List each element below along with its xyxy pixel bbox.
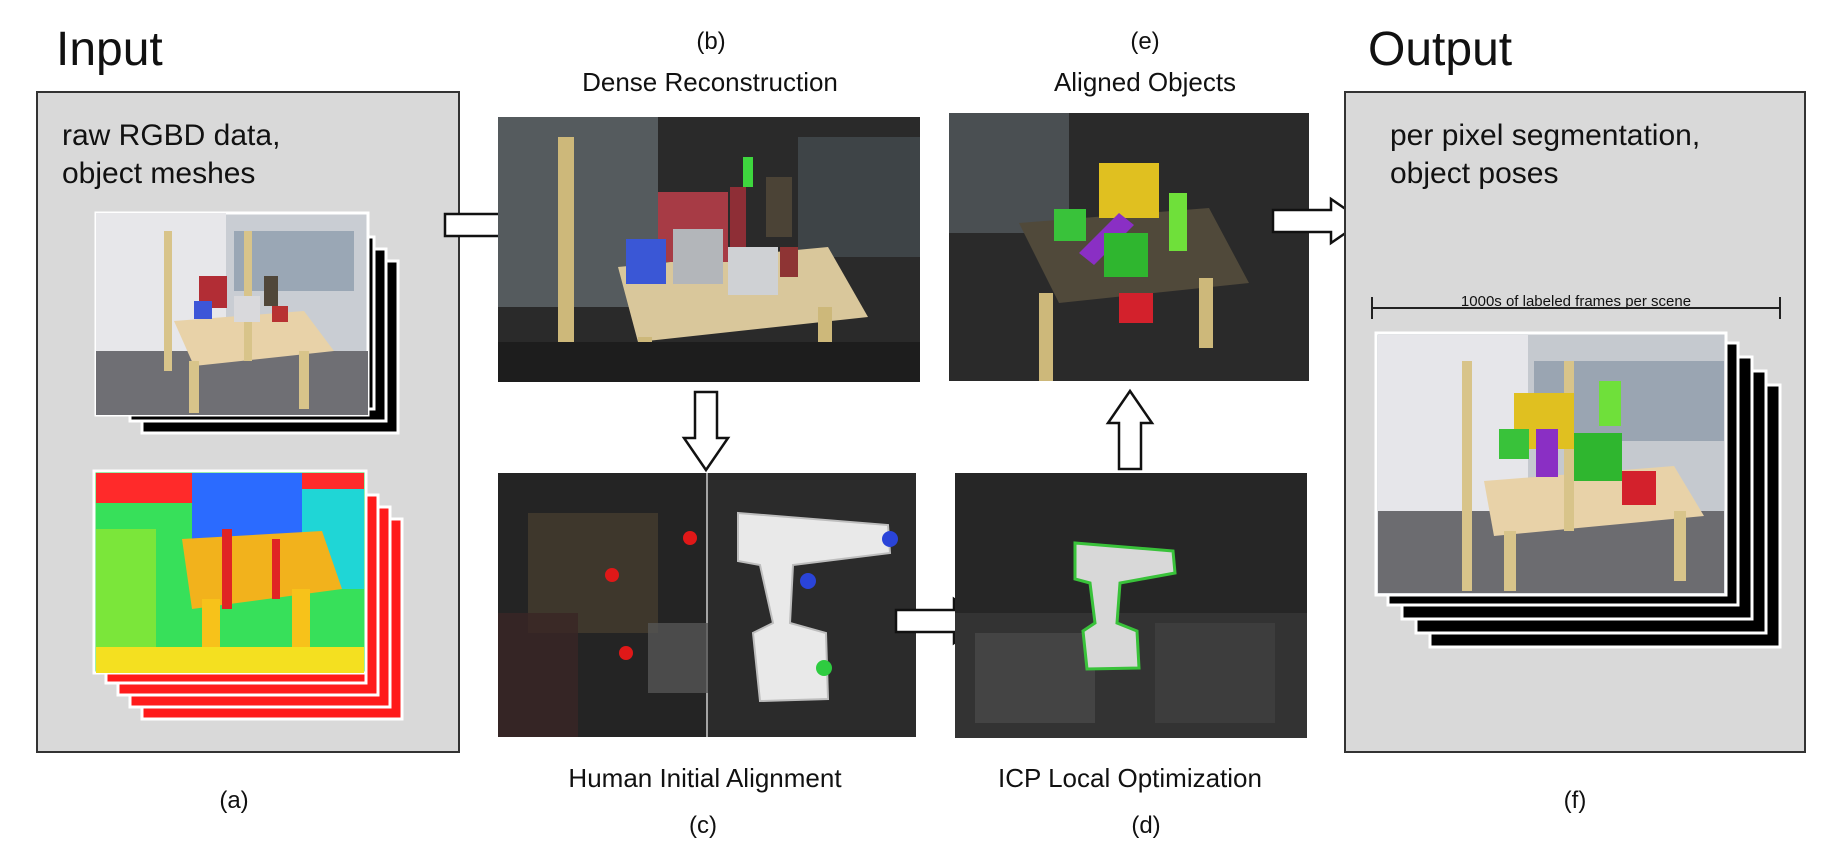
- label-f: (f): [1563, 787, 1587, 814]
- label-b: (b): [696, 28, 726, 55]
- label-c: (c): [689, 812, 717, 839]
- labeled-frame-stack: [1374, 331, 1794, 651]
- rgb-frame-stack: [94, 211, 414, 451]
- label-a: (a): [219, 787, 249, 814]
- label-d: (d): [1131, 812, 1161, 839]
- caption-c: Human Initial Alignment: [568, 763, 842, 793]
- output-description: per pixel segmentation, object poses: [1390, 117, 1700, 193]
- rgb-scene-image: [94, 211, 370, 417]
- depth-frame-stack: [92, 469, 412, 729]
- caption-b: Dense Reconstruction: [582, 67, 838, 97]
- arrow-up-icon: [1105, 387, 1155, 471]
- output-text-line2: object poses: [1390, 157, 1559, 190]
- output-title: Output: [1368, 23, 1513, 76]
- frames-dimension-bar: [1370, 291, 1782, 321]
- arrow-down-icon: [681, 390, 731, 474]
- aligned-objects-image: [949, 113, 1309, 381]
- output-panel: per pixel segmentation, object poses 100…: [1344, 91, 1806, 753]
- depth-frames-drawing: [92, 469, 404, 721]
- input-description: raw RGBD data, object meshes: [62, 117, 280, 193]
- rgb-frames-drawing: [94, 211, 400, 435]
- caption-e: Aligned Objects: [1053, 67, 1237, 97]
- caption-d: ICP Local Optimization: [998, 763, 1262, 793]
- input-panel: raw RGBD data, object meshes: [36, 91, 460, 753]
- dense-reconstruction-image: [498, 117, 920, 382]
- frames-label: 1000s of labeled frames per scene: [1460, 293, 1692, 310]
- input-text-line2: object meshes: [62, 157, 256, 190]
- depth-map-image: [92, 469, 368, 675]
- input-text-line1: raw RGBD data,: [62, 119, 281, 152]
- label-e: (e): [1130, 28, 1160, 55]
- input-title: Input: [56, 23, 163, 76]
- icp-local-optimization-image: [955, 473, 1307, 738]
- segmented-scene-image: [1374, 331, 1728, 597]
- human-initial-alignment-image: [498, 473, 916, 737]
- output-text-line1: per pixel segmentation,: [1390, 119, 1701, 152]
